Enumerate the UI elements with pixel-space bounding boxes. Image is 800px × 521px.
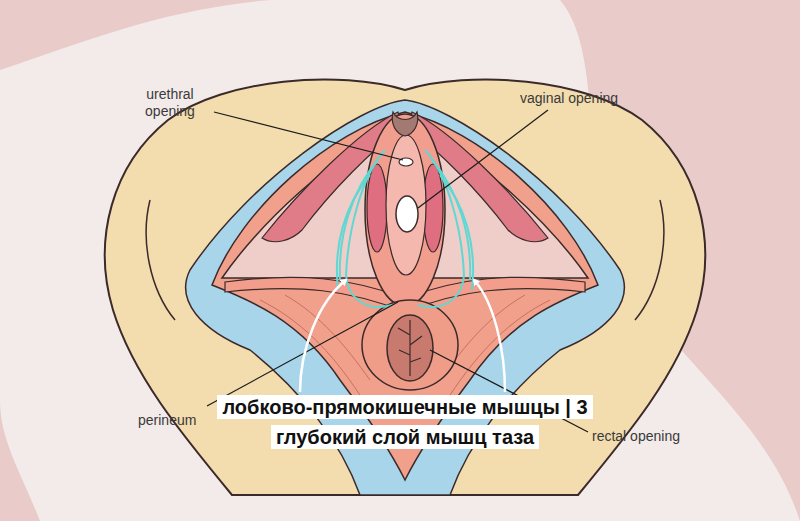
caption: лобково-прямокишечные мышцы | 3 глубокий… xyxy=(217,395,592,449)
part-label: rectal opening xyxy=(592,428,702,445)
part-label: vaginal opening xyxy=(520,90,650,107)
ligament-region xyxy=(186,100,625,495)
bulbospongiosus xyxy=(367,164,387,252)
part-label: urethral opening xyxy=(128,86,212,120)
pointer-arrow xyxy=(300,280,346,392)
caption-box: лобково-прямокишечные мышцы | 3 глубокий… xyxy=(215,392,595,452)
clitoris xyxy=(392,112,418,136)
vulva xyxy=(365,114,445,306)
leader-line xyxy=(207,110,588,432)
pointer-arrow xyxy=(474,280,505,392)
levator-muscle xyxy=(212,112,598,480)
muscle-striation xyxy=(260,295,550,395)
rectal-opening xyxy=(387,315,433,381)
part-label: perineum xyxy=(138,412,204,429)
pelvis-bone xyxy=(105,80,705,495)
vaginal-opening xyxy=(396,196,418,232)
perineal-membrane xyxy=(222,118,588,278)
puborectalis xyxy=(337,150,473,307)
anal-folds xyxy=(398,320,422,376)
labia xyxy=(386,135,426,275)
